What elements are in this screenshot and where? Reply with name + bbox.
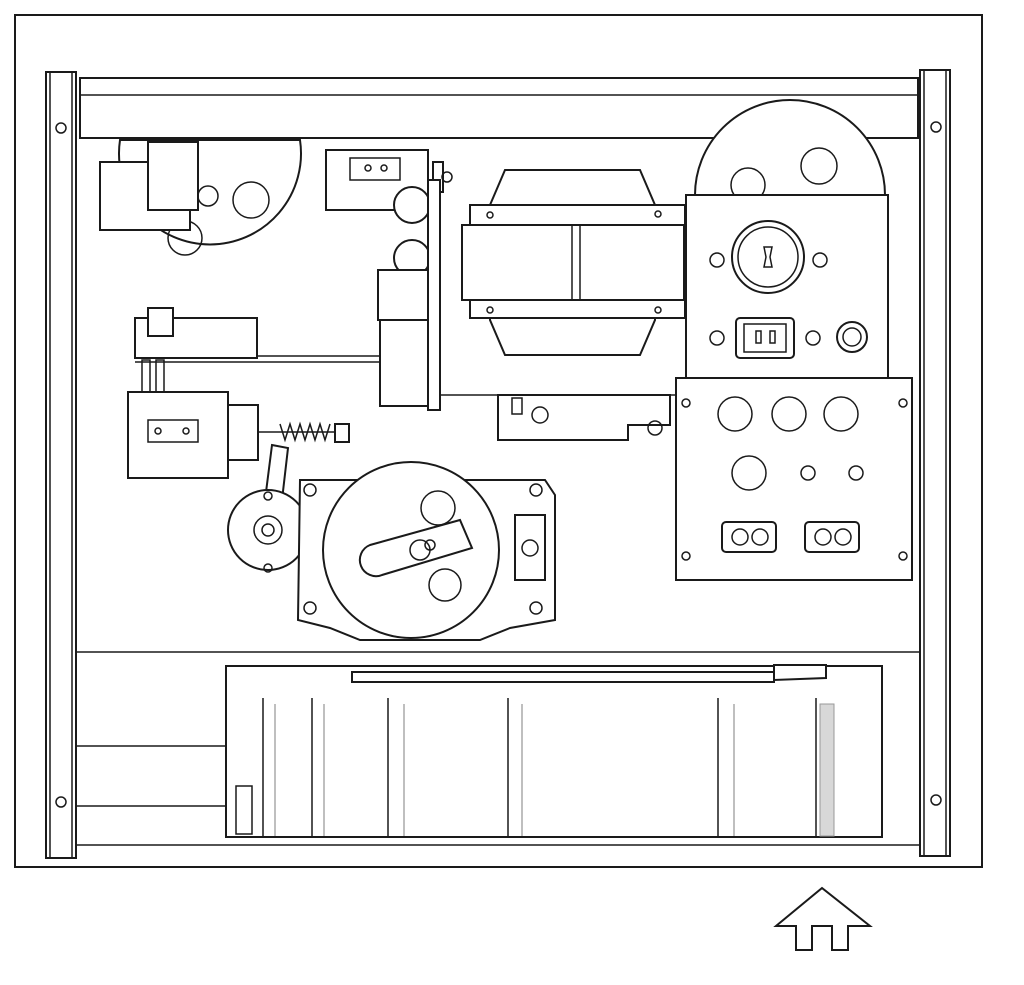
motor <box>296 461 556 641</box>
solenoid-assembly <box>127 307 350 573</box>
top-right-wheel <box>693 99 887 203</box>
socket-panel <box>685 194 889 381</box>
direction-arrow-up-icon <box>773 886 873 951</box>
top-left-wheel <box>99 139 302 256</box>
pcb-cards <box>262 698 835 837</box>
bottom-compartment <box>76 651 920 838</box>
lower-bracket <box>497 394 671 441</box>
top-bracket <box>325 149 453 277</box>
left-rail <box>45 71 77 859</box>
right-rail <box>919 69 951 857</box>
terminal-panel <box>675 377 913 581</box>
transformer <box>461 169 686 356</box>
mount-plate <box>135 179 680 411</box>
